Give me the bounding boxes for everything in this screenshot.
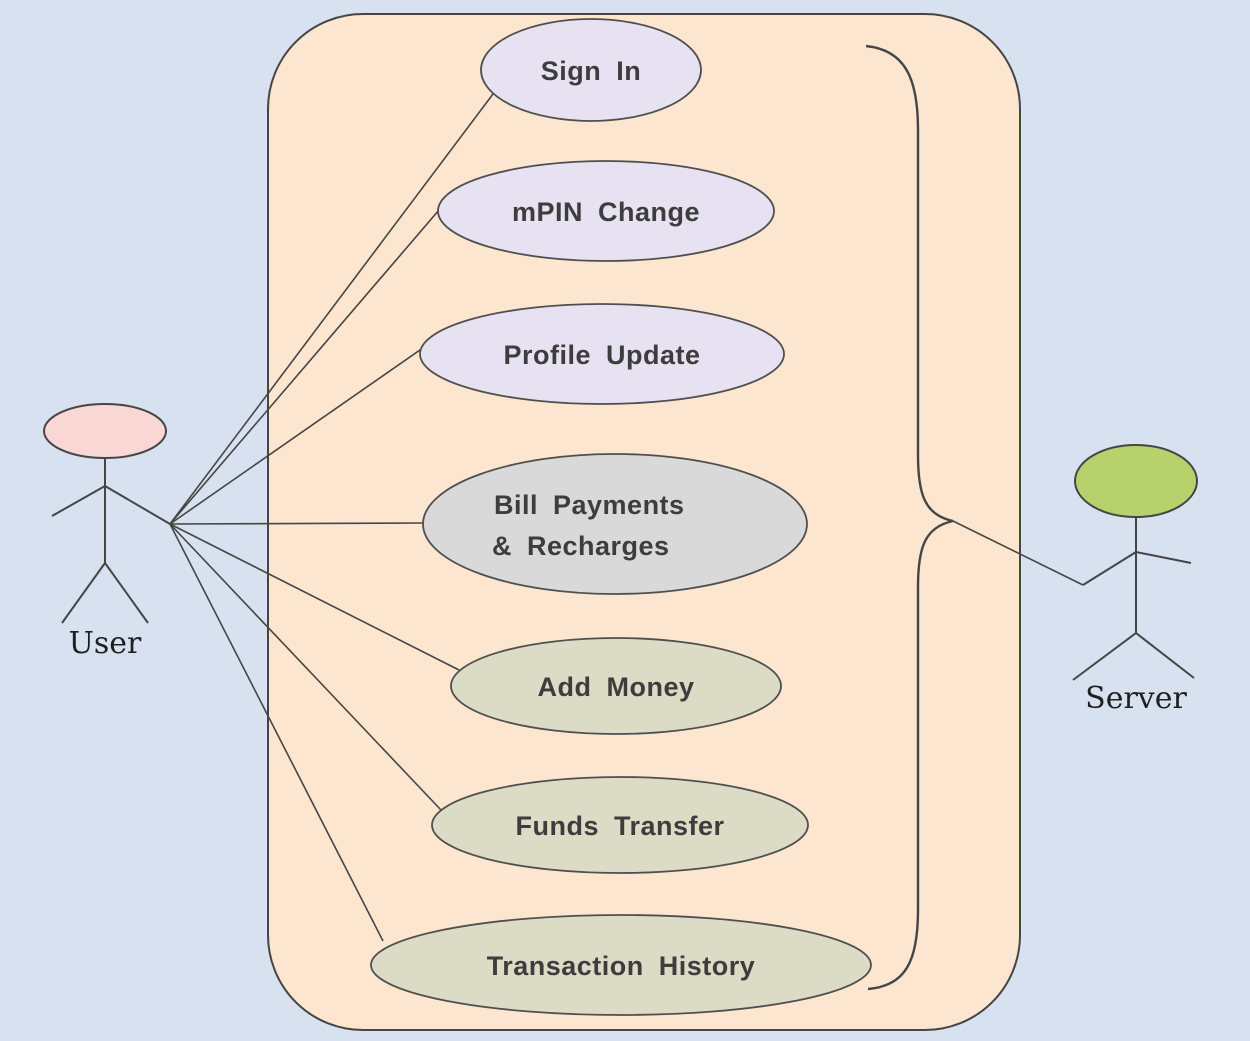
association-line — [169, 89, 497, 525]
use-case-label: mPIN Change — [512, 197, 700, 227]
association-line — [169, 342, 431, 525]
use-case-label-line1: Bill Payments — [494, 490, 685, 520]
actor-server-right-arm — [1135, 551, 1192, 564]
use-case-profile-update: Profile Update — [419, 303, 785, 405]
actor-user-left-arm — [51, 485, 106, 517]
use-case-ellipse — [450, 637, 782, 735]
actor-user-right-arm — [104, 485, 171, 525]
use-case-ellipse — [370, 914, 872, 1016]
actor-server-left-leg — [1072, 632, 1137, 681]
actor-user-label: User — [69, 626, 142, 661]
use-case-add-money: Add Money — [450, 637, 782, 735]
use-case-label-line2: & Recharges — [492, 531, 670, 561]
use-case-mpin-change: mPIN Change — [437, 160, 775, 262]
brace-to-server-line — [952, 520, 1084, 586]
use-case-ellipse — [480, 18, 702, 122]
actor-server-left-arm — [1082, 551, 1137, 586]
association-line — [169, 523, 460, 671]
actor-user-right-leg — [104, 562, 149, 624]
association-line — [169, 523, 384, 942]
use-case-bill-payments: Bill Payments & Recharges — [422, 453, 808, 595]
association-lines — [169, 89, 497, 942]
association-line — [169, 195, 452, 525]
actor-user-left-leg — [61, 562, 106, 624]
use-case-label: Profile Update — [503, 340, 700, 370]
use-case-transaction-history: Transaction History — [370, 914, 872, 1016]
use-case-ellipse — [431, 776, 809, 874]
actor-user: User — [43, 403, 171, 661]
use-case-label: Add Money — [538, 672, 695, 702]
use-case-label: Funds Transfer — [515, 811, 724, 841]
association-line — [169, 523, 442, 811]
use-case-sign-in: Sign In — [480, 18, 702, 122]
actor-server-head — [1074, 444, 1198, 518]
use-case-label: Sign In — [541, 56, 642, 86]
association-line — [169, 522, 424, 525]
use-case-label: Transaction History — [487, 951, 756, 981]
actor-server-label: Server — [1085, 681, 1187, 716]
use-case-ellipse — [419, 303, 785, 405]
actor-user-head — [43, 403, 167, 459]
use-case-ellipse — [437, 160, 775, 262]
actor-server-right-leg — [1135, 632, 1195, 679]
use-case-ellipse — [422, 453, 808, 595]
actor-server: Server — [1072, 444, 1198, 716]
brace — [865, 44, 954, 991]
use-case-funds-transfer: Funds Transfer — [431, 776, 809, 874]
